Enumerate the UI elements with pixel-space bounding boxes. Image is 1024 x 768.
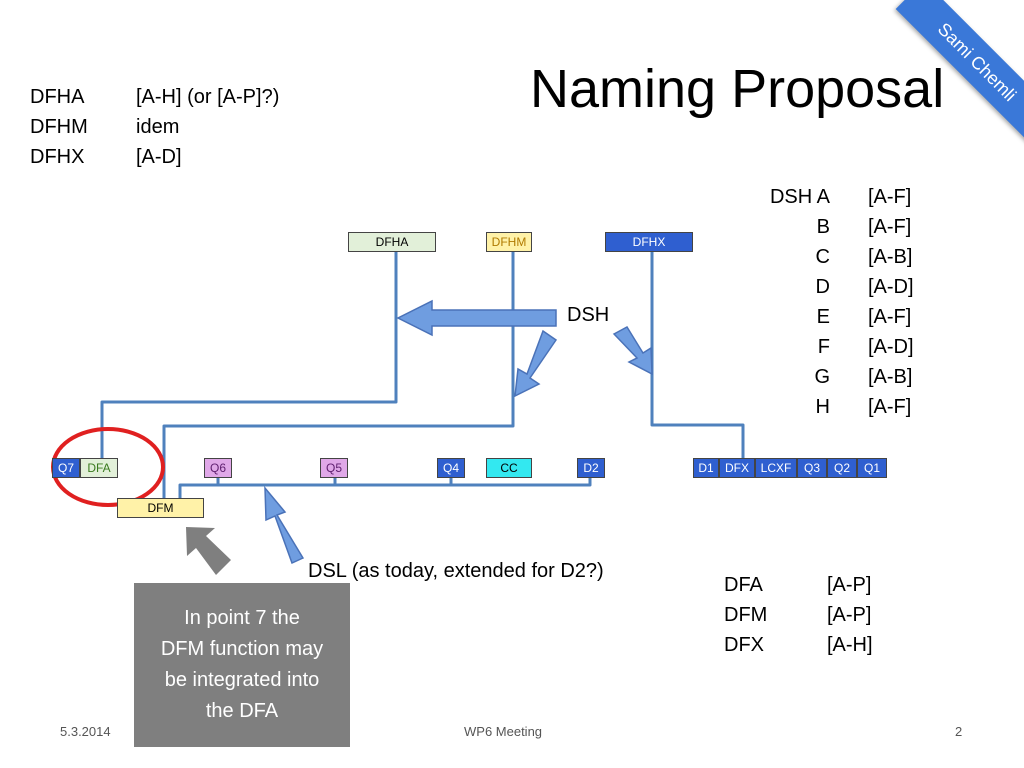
row-range: [A-F] — [868, 216, 912, 238]
box-dfx: DFX — [719, 458, 755, 478]
row-range: [A-D] — [868, 336, 914, 358]
row-range: [A-F] — [868, 186, 912, 208]
row-range: idem — [136, 116, 180, 138]
table-row: C [A-B] — [750, 242, 950, 272]
box-q5: Q5 — [320, 458, 348, 478]
box-d2: D2 — [577, 458, 605, 478]
box-dfa: DFA — [80, 458, 118, 478]
row-name: DFHA — [30, 86, 85, 108]
row-name: DFHM — [30, 116, 88, 138]
dfhx-connection-line — [650, 252, 745, 458]
box-dfha: DFHA — [348, 232, 436, 252]
row-range: [A-H] (or [A-P]?) — [136, 86, 280, 108]
callout-line: In point 7 the — [184, 607, 300, 629]
table-row: B [A-F] — [750, 212, 950, 242]
box-q7: Q7 — [52, 458, 80, 478]
row-name: DFHX — [30, 146, 85, 168]
dsl-up-arrow — [264, 485, 305, 565]
row-name: F — [817, 336, 830, 358]
box-q2: Q2 — [827, 458, 857, 478]
table-row: DSH A [A-F] — [750, 182, 950, 212]
row-name: DFX — [724, 634, 764, 656]
dfm-pointer-arrow — [186, 527, 231, 575]
box-dfm: DFM — [117, 498, 204, 518]
dsh-down-right-arrow — [612, 326, 653, 376]
box-dfhx: DFHX — [605, 232, 693, 252]
row-name: DFA — [724, 574, 763, 596]
row-range: [A-F] — [868, 396, 912, 418]
row-range: [A-B] — [868, 246, 913, 268]
row-range: [A-F] — [868, 306, 912, 328]
row-name: G — [814, 366, 830, 388]
callout-note: In point 7 the DFM function may be integ… — [134, 583, 350, 747]
dsh-label: DSH — [567, 304, 610, 326]
page-title: Naming Proposal — [530, 59, 945, 119]
row-name: DFM — [724, 604, 768, 626]
dsl-bus-main — [180, 478, 592, 487]
box-q6: Q6 — [204, 458, 232, 478]
table-row: D [A-D] — [750, 272, 950, 302]
row-name: DSH A — [769, 186, 830, 208]
row-range: [A-D] — [868, 276, 914, 298]
box-lcxf: LCXF — [755, 458, 797, 478]
page-number: 2 — [955, 724, 963, 739]
table-row: E [A-F] — [750, 302, 950, 332]
row-range: [A-H] — [827, 634, 873, 656]
box-q1: Q1 — [857, 458, 887, 478]
row-name: D — [815, 276, 830, 298]
callout-line: be integrated into — [164, 669, 320, 691]
row-range: [A-D] — [136, 146, 182, 168]
box-q3: Q3 — [797, 458, 827, 478]
footer-title: WP6 Meeting — [464, 724, 543, 739]
box-q4: Q4 — [437, 458, 465, 478]
row-range: [A-B] — [868, 366, 913, 388]
row-range: [A-P] — [827, 604, 872, 626]
box-d1: D1 — [693, 458, 719, 478]
footer-date: 5.3.2014 — [60, 724, 111, 739]
row-name: E — [816, 306, 830, 328]
dsl-label: DSL (as today, extended for D2?) — [308, 560, 604, 582]
row-range: [A-P] — [827, 574, 872, 596]
table-row: H [A-F] — [750, 392, 950, 422]
box-dfhm: DFHM — [486, 232, 532, 252]
dsh-down-left-arrow — [514, 329, 558, 398]
box-cc: CC — [486, 458, 532, 478]
callout-line: the DFA — [205, 700, 279, 722]
dsh-left-arrow — [396, 299, 557, 337]
table-row: G [A-B] — [750, 362, 950, 392]
table-row: F [A-D] — [750, 332, 950, 362]
row-name: H — [815, 396, 830, 418]
row-name: B — [816, 216, 830, 238]
dsl-bus-line — [178, 478, 220, 498]
callout-line: DFM function may — [160, 638, 324, 660]
dsh-table: DSH A [A-F] B [A-F] C [A-B] D [A-D] E [A… — [750, 182, 950, 422]
row-name: C — [815, 246, 830, 268]
